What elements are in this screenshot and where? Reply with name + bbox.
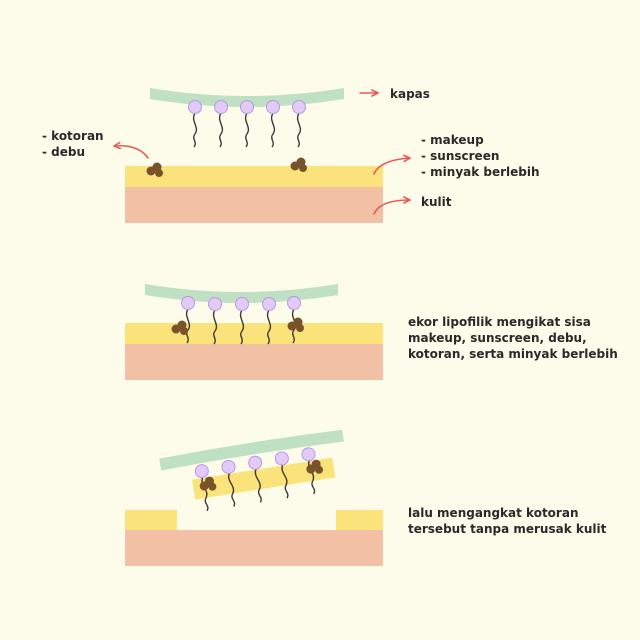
- skin-layer: [125, 187, 383, 223]
- micelle: [248, 455, 263, 503]
- oil-layer: [125, 323, 383, 344]
- label-residue-item: - sunscreen: [421, 149, 500, 163]
- micelle: [274, 451, 289, 499]
- caption-line: kotoran, serta minyak berlebih: [408, 347, 618, 361]
- panel-1: [113, 88, 411, 223]
- dirt-particle: [171, 320, 188, 335]
- arrow-to-makeup-label: [373, 154, 411, 175]
- caption-line: ekor lipofilik mengikat sisa: [408, 315, 591, 329]
- panel-2-caption: ekor lipofilik mengikat sisa makeup, sun…: [408, 314, 618, 362]
- oil-layer-right-remnant: [336, 510, 383, 530]
- arrow-to-kulit: [373, 196, 411, 215]
- dirt-particle: [287, 317, 304, 332]
- label-dirt-item: - kotoran: [42, 129, 104, 143]
- micelle: [240, 100, 254, 148]
- dirt-particle: [146, 162, 163, 177]
- label-dirt-item: - debu: [42, 145, 86, 159]
- label-residue-item: - makeup: [421, 133, 484, 147]
- label-residue-item: - minyak berlebih: [421, 165, 540, 179]
- oil-layer: [125, 166, 383, 187]
- micelle: [221, 459, 236, 507]
- micelle: [188, 100, 202, 148]
- panel-3-caption: lalu mengangkat kotoran tersebut tanpa m…: [408, 505, 606, 537]
- label-residue-list: - makeup - sunscreen - minyak berlebih: [421, 132, 540, 180]
- micelle: [181, 296, 195, 344]
- panel-3: [125, 429, 383, 566]
- skin-layer: [125, 344, 383, 380]
- label-kapas-text: kapas: [390, 87, 430, 101]
- label-kulit: kulit: [421, 194, 452, 210]
- caption-line: tersebut tanpa merusak kulit: [408, 522, 607, 536]
- micelle-group: [194, 447, 316, 512]
- cotton-pad: [159, 429, 344, 471]
- caption-line: makeup, sunscreen, debu,: [408, 331, 587, 345]
- micelle: [235, 297, 249, 345]
- lifted-oil-layer: [192, 457, 336, 500]
- dirt-particle: [199, 476, 217, 491]
- micelle: [214, 100, 228, 148]
- micelle-group: [181, 296, 301, 345]
- skin-layer: [125, 530, 383, 566]
- dirt-particle: [290, 157, 307, 172]
- micelle: [262, 297, 276, 345]
- label-kapas: kapas: [390, 86, 430, 102]
- label-dirt-list: - kotoran - debu: [42, 128, 104, 160]
- label-kulit-text: kulit: [421, 195, 452, 209]
- dirt-particle: [306, 459, 324, 474]
- caption-line: lalu mengangkat kotoran: [408, 506, 579, 520]
- micelle: [301, 447, 316, 495]
- panel-2: [125, 284, 383, 380]
- arrow-to-dirt-label: [113, 141, 149, 159]
- micelle: [292, 100, 306, 148]
- micelle: [208, 297, 222, 345]
- oil-layer-left-remnant: [125, 510, 177, 530]
- micelle-group: [188, 100, 306, 148]
- micelle: [266, 100, 280, 148]
